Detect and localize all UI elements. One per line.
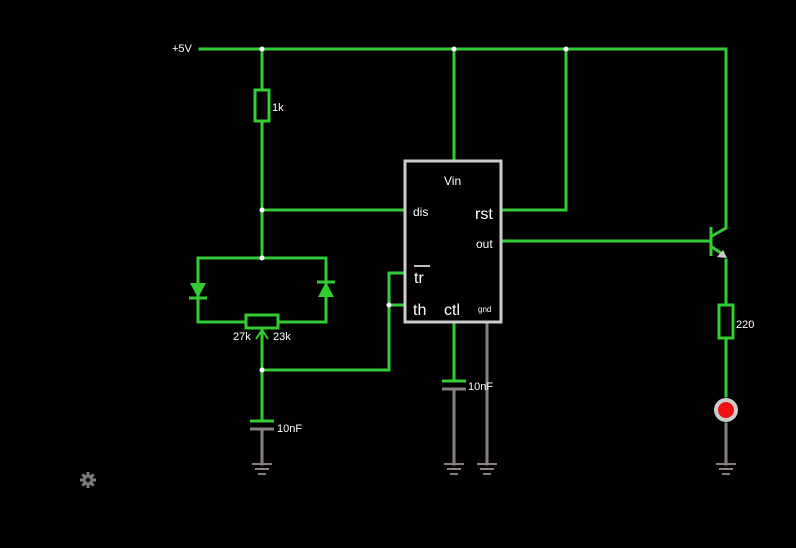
junction-dot	[563, 46, 569, 52]
led[interactable]	[714, 398, 738, 422]
capacitor-timing[interactable]	[250, 419, 274, 431]
wires	[196, 47, 728, 422]
chip-pin-ctl: ctl	[444, 302, 460, 319]
chip-pin-dis: dis	[413, 205, 428, 219]
timer-chip[interactable]: Vin dis rst out tr th ctl gnd	[403, 159, 503, 324]
diode-left[interactable]	[189, 283, 207, 300]
pot-left-label: 27k	[233, 331, 251, 343]
pot-right-label: 23k	[273, 331, 291, 343]
capacitor-ctl[interactable]	[442, 379, 466, 391]
ground-wires	[260, 320, 728, 466]
resistor-1k-label: 1k	[272, 102, 284, 114]
ground-symbol-gnd	[477, 463, 497, 475]
junctions	[259, 46, 569, 373]
diode-right[interactable]	[317, 280, 335, 297]
gear-icon	[80, 472, 96, 488]
ground-symbol-ctl	[444, 463, 464, 475]
capacitor-timing-label: 10nF	[277, 423, 302, 435]
chip-pin-tr: tr	[414, 270, 424, 287]
chip-pin-out: out	[476, 237, 493, 251]
chip-pin-th: th	[413, 302, 426, 319]
junction-dot	[259, 255, 265, 261]
potentiometer[interactable]	[244, 313, 280, 340]
settings-button[interactable]	[78, 470, 98, 490]
junction-dot	[451, 46, 457, 52]
resistor-1k[interactable]	[253, 88, 271, 123]
junction-dot	[386, 302, 392, 308]
ground-symbol-timing	[252, 463, 272, 475]
supply-label: +5V	[172, 43, 193, 55]
chip-pin-gnd: gnd	[478, 305, 491, 314]
junction-dot	[259, 367, 265, 373]
resistor-220[interactable]	[717, 303, 735, 340]
junction-dot	[259, 46, 265, 52]
resistor-220-label: 220	[736, 319, 754, 331]
capacitor-ctl-label: 10nF	[468, 381, 493, 393]
transistor[interactable]	[709, 226, 727, 258]
ground-symbol-led	[716, 463, 736, 475]
junction-dot	[259, 207, 265, 213]
chip-pin-vin: Vin	[444, 174, 461, 188]
chip-pin-rst: rst	[475, 206, 493, 223]
